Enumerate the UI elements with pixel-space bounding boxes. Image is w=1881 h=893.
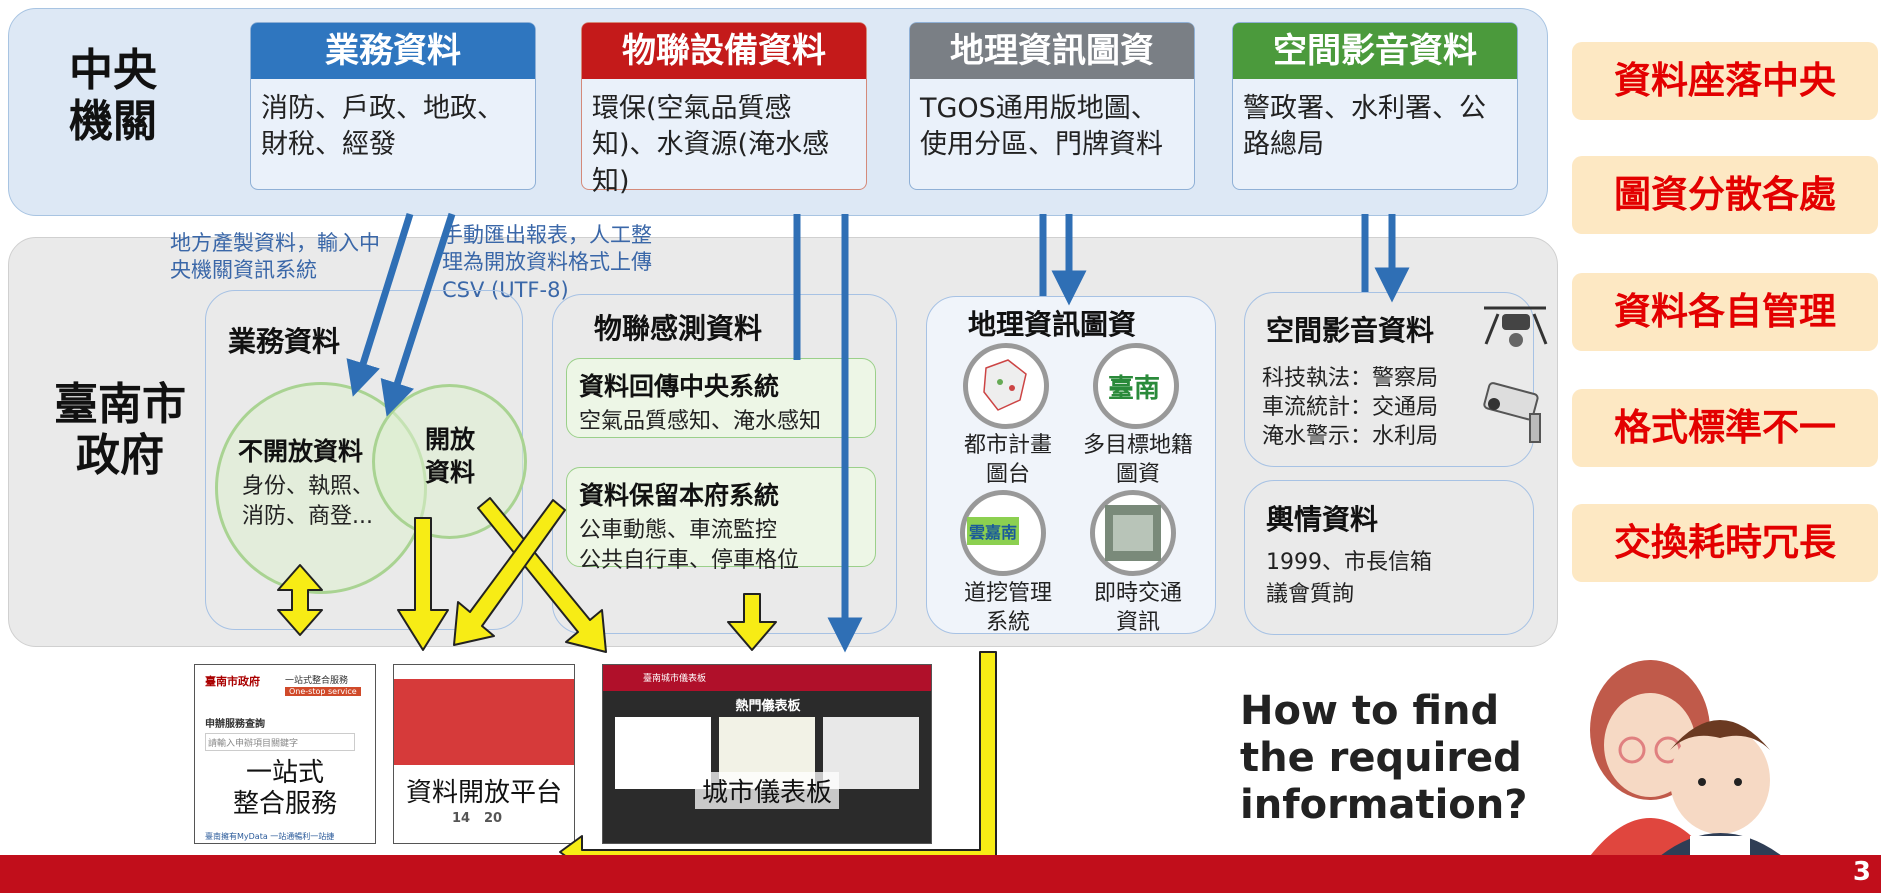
page-number: 3	[1852, 857, 1871, 887]
shot-search-input: 請輸入申辦項目關鍵字	[205, 733, 355, 751]
category-body: 消防、戶政、地政、財稅、經發	[261, 93, 504, 161]
question-text: How to find the required information?	[1240, 688, 1528, 829]
category-body: TGOS通用版地圖、使用分區、門牌資料	[920, 93, 1163, 161]
problem-label: 圖資分散各處	[1572, 156, 1878, 234]
shot-number: 20	[484, 811, 503, 826]
iot-data-panel	[552, 294, 897, 634]
category-title: 空間影音資料	[1233, 23, 1517, 79]
tainan-government-label: 臺南市 政府	[54, 379, 186, 481]
shot-header-sub2: One-stop service	[285, 687, 361, 696]
problem-label: 資料各自管理	[1572, 273, 1878, 351]
category-body: 環保(空氣品質感知)、水資源(淹水感知)	[592, 93, 830, 197]
road-dig-icon-text: 雲嘉南	[967, 517, 1020, 545]
gis-item-label: 都市計畫 圖台	[963, 433, 1052, 487]
road-dig-system-icon: 雲嘉南	[960, 490, 1046, 576]
opinion-line: 1999、市長信箱	[1266, 550, 1432, 575]
note-left: 地方產製資料，輸入中央機關資訊系統	[170, 231, 380, 283]
gis-data-panel	[926, 296, 1216, 634]
shot-header: 臺南市政府	[205, 675, 260, 688]
iot-local-text: 公車動態、車流監控 公共自行車、停車格位	[579, 518, 800, 573]
iot-central-title: 資料回傳中央系統	[579, 372, 780, 401]
central-category-media: 空間影音資料 警政署、水利署、公路總局	[1232, 22, 1518, 190]
shot-number: 14	[452, 811, 471, 826]
city-dashboard-screenshot[interactable]: 臺南城市儀表板 熱門儀表板	[602, 664, 932, 844]
shot-title: 熱門儀表板	[735, 699, 801, 714]
shot-banner	[394, 679, 574, 765]
cctv-camera-icon	[1483, 382, 1541, 443]
opinion-data-panel	[1244, 480, 1534, 635]
opinion-line: 議會質詢	[1266, 582, 1355, 607]
iot-central-text: 空氣品質感知、淹水感知	[579, 409, 822, 434]
problem-label: 格式標準不一	[1572, 389, 1878, 467]
cadastral-map-icon: 臺南	[1093, 343, 1179, 429]
business-data-title: 業務資料	[228, 325, 341, 358]
central-category-business: 業務資料 消防、戶政、地政、財稅、經發	[250, 22, 536, 190]
shot-footer: 臺南擁有MyData 一站通暢利一站捷	[205, 832, 335, 841]
opinion-data-title: 輿情資料	[1266, 503, 1379, 536]
media-line: 科技執法：警察局	[1262, 366, 1439, 391]
shot-header: 臺南城市儀表板	[643, 674, 707, 684]
urban-plan-map-icon	[963, 343, 1049, 429]
iot-local-box: 資料保留本府系統 公車動態、車流監控 公共自行車、停車格位	[566, 467, 876, 573]
central-category-iot: 物聯設備資料 環保(空氣品質感知)、水資源(淹水感知)	[581, 22, 867, 197]
category-title: 地理資訊圖資	[910, 23, 1194, 79]
traffic-info-icon	[1090, 490, 1176, 576]
iot-data-title: 物聯感測資料	[594, 312, 763, 345]
media-line: 車流統計：交通局	[1262, 395, 1439, 420]
shot-header-sub: 一站式整合服務	[285, 676, 349, 686]
iot-local-title: 資料保留本府系統	[579, 481, 780, 510]
closed-data-text: 身份、執照、消防、商登...	[242, 474, 375, 529]
iot-central-box: 資料回傳中央系統 空氣品質感知、淹水感知	[566, 358, 876, 438]
category-title: 業務資料	[251, 23, 535, 79]
open-data-platform-label: 資料開放平台	[398, 772, 570, 809]
one-stop-service-label: 一站式 整合服務	[212, 758, 358, 821]
drone-icon	[1484, 306, 1548, 347]
open-data-label: 開放 資料	[425, 425, 476, 487]
category-body: 警政署、水利署、公路總局	[1243, 93, 1486, 161]
central-government-label: 中央 機關	[69, 45, 157, 147]
gis-data-title: 地理資訊圖資	[968, 308, 1137, 341]
open-data-platform-screenshot[interactable]: 14 20	[393, 664, 575, 844]
media-data-title: 空間影音資料	[1266, 314, 1435, 347]
problem-label: 資料座落中央	[1572, 42, 1878, 120]
problem-label: 交換耗時冗長	[1572, 504, 1878, 582]
people-illustration	[1590, 660, 1782, 856]
city-dashboard-label: 城市儀表板	[695, 772, 839, 809]
gis-item-label: 多目標地籍 圖資	[1082, 433, 1193, 487]
shot-search-title: 申辦服務查詢	[205, 719, 265, 730]
footer-bar	[0, 855, 1881, 893]
gis-item-label: 即時交通 資訊	[1093, 581, 1182, 635]
category-title: 物聯設備資料	[582, 23, 866, 79]
cadastral-icon-text: 臺南	[1108, 374, 1161, 404]
central-category-gis: 地理資訊圖資 TGOS通用版地圖、使用分區、門牌資料	[909, 22, 1195, 190]
closed-data-title: 不開放資料	[238, 437, 364, 466]
gis-item-label: 道挖管理 系統	[963, 581, 1052, 635]
media-line: 淹水警示：水利局	[1262, 424, 1439, 449]
